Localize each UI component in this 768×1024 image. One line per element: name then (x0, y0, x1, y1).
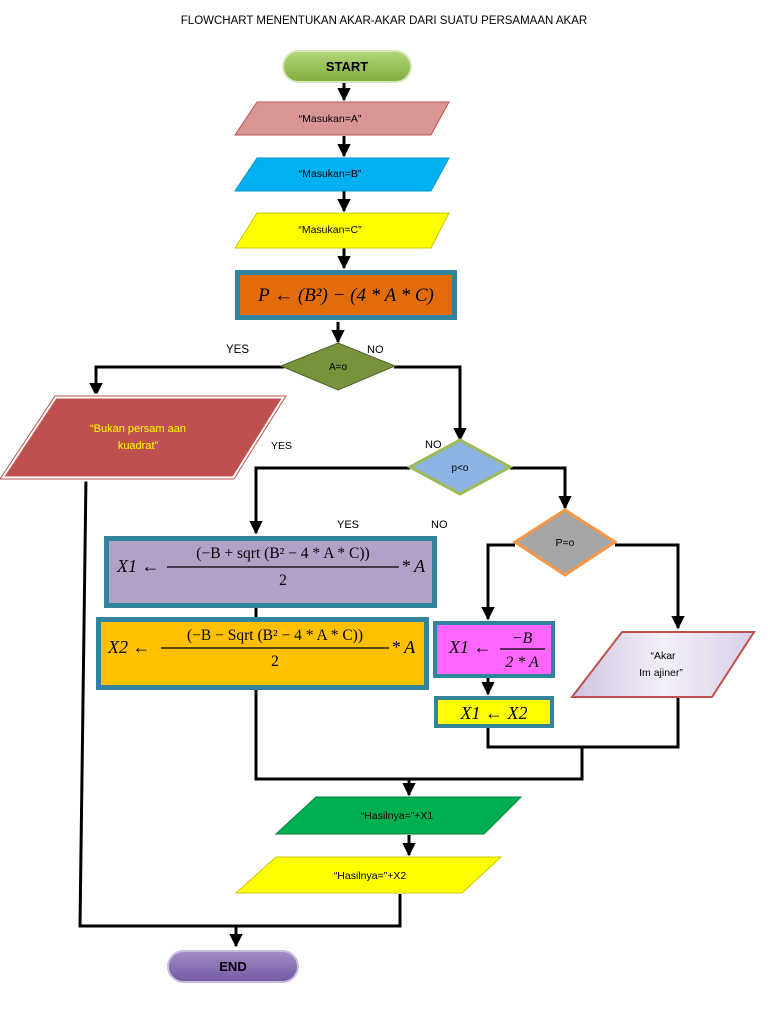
svg-text:“Akar: “Akar (650, 650, 676, 662)
decision-a-zero: A=o (279, 342, 397, 391)
edge-output-x2-to-end (236, 894, 402, 928)
edge-x2-formula-down (254, 690, 584, 781)
edge-decision-a-yes (89, 365, 284, 397)
svg-text:“Hasilnya=”+X2: “Hasilnya=”+X2 (334, 870, 407, 882)
svg-text:−B: −B (512, 630, 533, 647)
end-terminal: END (167, 950, 299, 983)
svg-text:2: 2 (271, 653, 279, 670)
svg-text:P=o: P=o (556, 537, 575, 549)
svg-text:* A: * A (401, 556, 426, 576)
edge-not-quadratic-to-end (78, 475, 243, 948)
svg-text:END: END (219, 959, 246, 974)
label-pzero-no: NO (431, 519, 448, 531)
label-a-no: NO (367, 344, 384, 356)
input-a: “Masukan=A” (234, 101, 450, 136)
edge-decision-pzero-yes (481, 543, 515, 621)
edge-decision-pneg-no (510, 466, 572, 510)
process-compute-p: P ← (B²) − (4 * A * C) (235, 270, 457, 320)
svg-text:START: START (326, 59, 368, 74)
svg-text:“Masukan=C”: “Masukan=C” (298, 224, 362, 236)
svg-text:“Masukan=B”: “Masukan=B” (299, 168, 362, 180)
label-pzero-yes: YES (337, 519, 359, 531)
output-not-quadratic: “Bukan persam aan kuadrat” (0, 393, 291, 482)
label-a-yes: YES (226, 344, 249, 356)
svg-text:(−B + sqrt (B² − 4 * A * C)): (−B + sqrt (B² − 4 * A * C)) (196, 545, 369, 562)
decision-p-zero: P=o (512, 508, 618, 577)
process-x1-formula: X1 ← (−B + sqrt (B² − 4 * A * C)) 2 * A (104, 536, 437, 608)
process-x1-equals-x2: X1 ← X2 (434, 696, 554, 728)
svg-text:X1 ←: X1 ← (448, 637, 492, 657)
svg-text:2 * A: 2 * A (505, 654, 539, 671)
output-imaginary-roots: “Akar Im ajiner” (569, 631, 756, 698)
svg-text:X2 ←: X2 ← (107, 637, 151, 657)
label-pneg-yes: YES (271, 440, 292, 452)
input-c: “Masukan=C” (234, 212, 450, 249)
edge-decision-pneg-yes (249, 466, 410, 535)
connectors (78, 83, 685, 948)
svg-text:2: 2 (279, 572, 287, 589)
diagram-title: FLOWCHART MENENTUKAN AKAR-AKAR DARI SUAT… (181, 15, 587, 27)
label-pneg-no: NO (425, 439, 442, 451)
input-b: “Masukan=B” (234, 157, 450, 192)
process-x2-formula: X2 ← (−B − Sqrt (B² − 4 * A * C)) 2 * A (96, 617, 429, 690)
svg-text:“Hasilnya=”+X1: “Hasilnya=”+X1 (361, 810, 434, 822)
svg-text:X1 ←: X1 ← (116, 556, 160, 576)
svg-text:Im ajiner”: Im ajiner” (639, 667, 683, 679)
svg-text:X1 ← X2: X1 ← X2 (460, 703, 528, 723)
start-terminal: START (282, 50, 412, 83)
output-result-x2: “Hasilnya=”+X2 (234, 856, 503, 894)
edge-decision-a-no (394, 365, 467, 442)
svg-text:kuadrat”: kuadrat” (118, 440, 159, 452)
svg-text:(−B − Sqrt (B² − 4 * A * C)): (−B − Sqrt (B² − 4 * A * C)) (187, 627, 363, 644)
edge-decision-pzero-no (615, 543, 685, 630)
process-x1-single-root: X1 ← −B 2 * A (433, 621, 555, 678)
output-result-x1: “Hasilnya=”+X1 (274, 796, 523, 835)
svg-text:p<o: p<o (452, 463, 469, 474)
svg-text:* A: * A (391, 637, 416, 657)
svg-text:“Bukan persam aan: “Bukan persam aan (90, 423, 186, 435)
svg-text:P ← (B²) − (4 * A * C): P ← (B²) − (4 * A * C) (257, 285, 434, 306)
svg-text:“Masukan=A”: “Masukan=A” (299, 113, 362, 125)
decision-p-negative: p<o (406, 438, 514, 496)
svg-text:A=o: A=o (329, 362, 348, 373)
